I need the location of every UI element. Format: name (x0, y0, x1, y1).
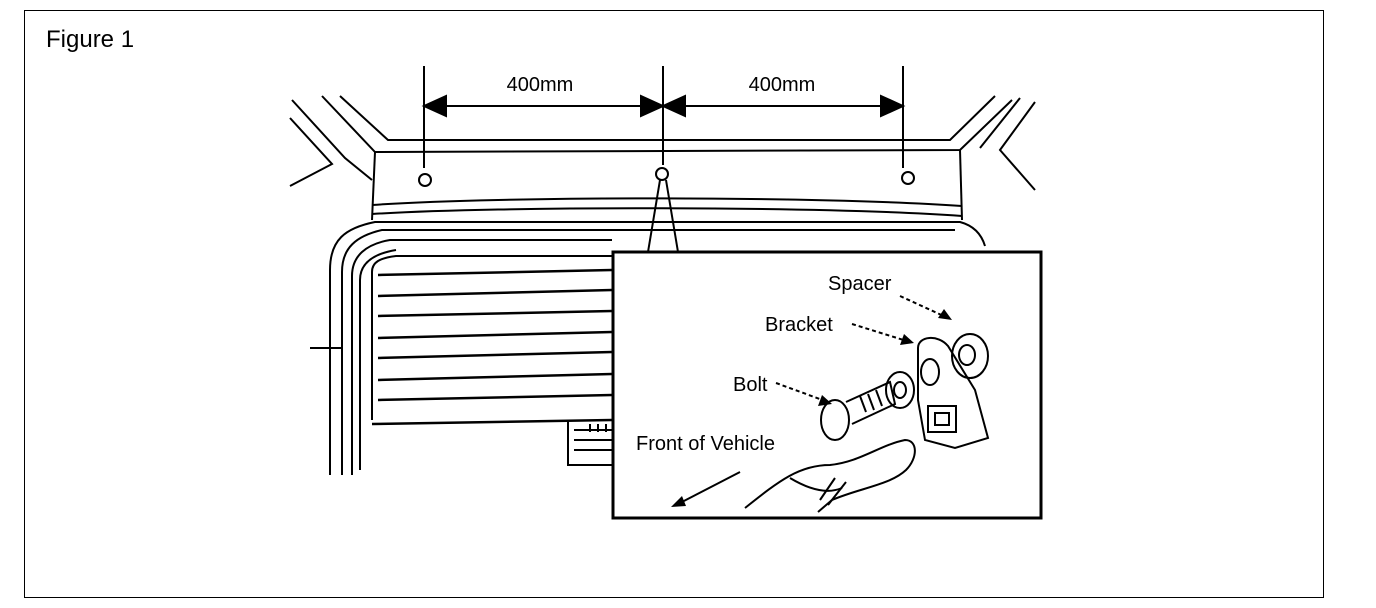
spacer-part (951, 333, 989, 379)
dimension-label-right: 400mm (749, 74, 816, 96)
mount-hole-center (655, 167, 669, 181)
bolt-label: Bolt (733, 374, 768, 396)
roof-outline (289, 95, 1036, 221)
window-frame (310, 197, 986, 475)
defroster-lines (371, 268, 613, 426)
figure-frame (24, 10, 1324, 598)
bolt-part (820, 371, 915, 441)
spacer-label: Spacer (828, 273, 892, 295)
inset-leader (647, 179, 679, 253)
callout-arrows (671, 295, 952, 507)
lower-panel (567, 422, 612, 466)
mount-hole-left (418, 173, 432, 187)
figure-title: Figure 1 (46, 26, 135, 53)
dimension-label-left: 400mm (507, 74, 574, 96)
mount-hole-right (901, 171, 915, 185)
dimension-left (421, 94, 666, 118)
bracket-label: Bracket (765, 314, 833, 336)
hand-tool (744, 438, 916, 513)
front-of-vehicle-label: Front of Vehicle (636, 433, 775, 455)
inset-box (611, 250, 1043, 520)
inset-detail (671, 295, 990, 513)
bracket-part (917, 337, 990, 450)
dimension-right (660, 94, 906, 118)
